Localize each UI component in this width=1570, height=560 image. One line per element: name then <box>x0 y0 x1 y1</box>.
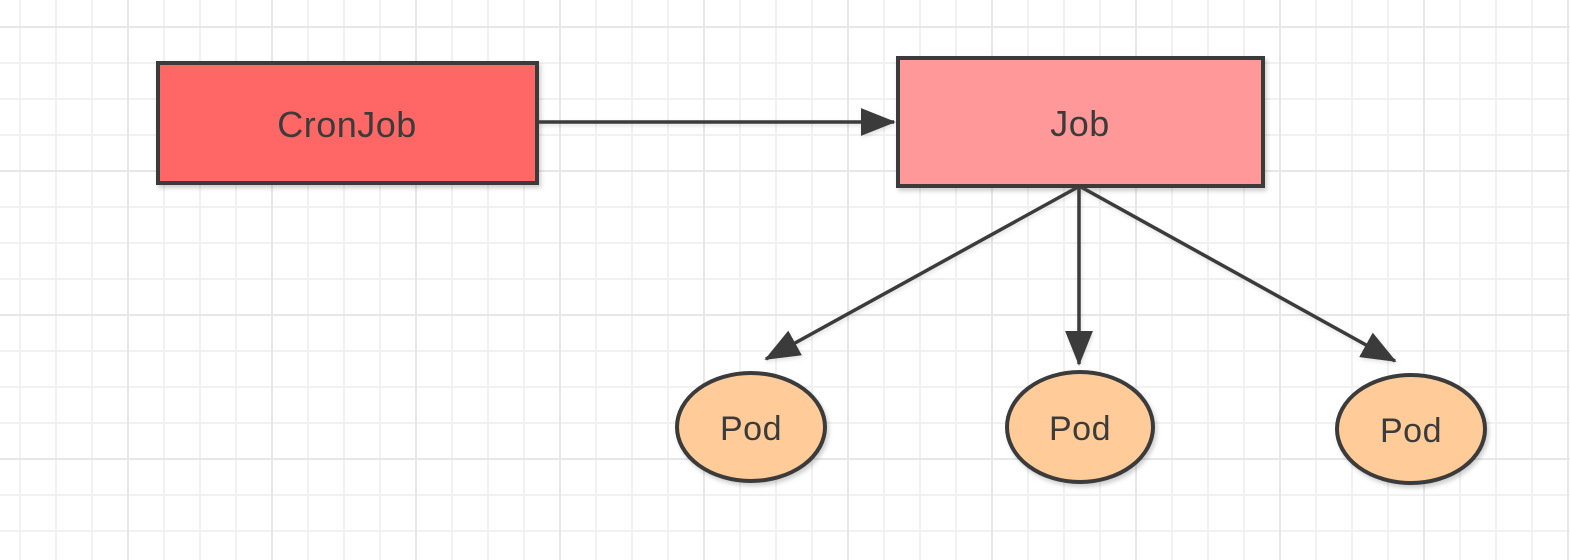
edge-job-to-pod-1[interactable] <box>764 185 1079 361</box>
node-pod-3-label: Pod <box>1380 412 1442 450</box>
edge-job-to-pod-3[interactable] <box>1080 185 1397 363</box>
node-cronjob[interactable] <box>156 61 539 185</box>
node-pod-1[interactable] <box>675 371 827 483</box>
node-cronjob-label: CronJob <box>277 104 417 145</box>
node-job[interactable] <box>896 56 1265 188</box>
node-job-label: Job <box>1050 103 1110 144</box>
node-pod-2[interactable] <box>1005 370 1155 484</box>
node-pod-3[interactable] <box>1335 373 1487 485</box>
node-pod-2-label: Pod <box>1049 410 1111 448</box>
node-pod-1-label: Pod <box>720 410 782 448</box>
